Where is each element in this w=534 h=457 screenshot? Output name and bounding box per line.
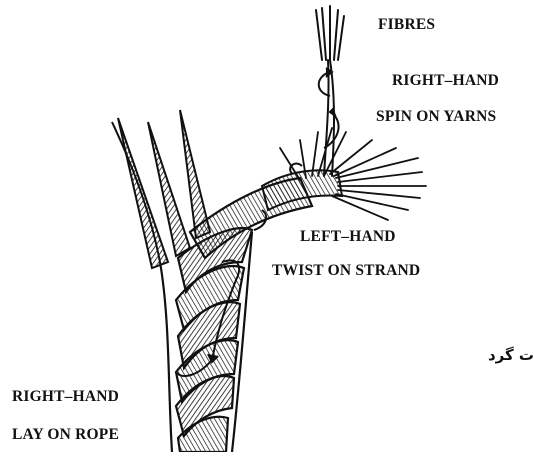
persian-text-fragment: ت گرد	[488, 346, 534, 364]
label-twist-on-strand: TWIST ON STRAND	[272, 262, 420, 280]
label-lay-on-rope: LAY ON ROPE	[12, 426, 119, 444]
label-spin-on-yarns: SPIN ON YARNS	[376, 108, 496, 126]
label-right-hand-lay: RIGHT–HAND	[12, 388, 119, 406]
label-right-hand-spin: RIGHT–HAND	[392, 72, 499, 90]
label-left-hand: LEFT–HAND	[300, 228, 396, 246]
label-fibres: FIBRES	[378, 16, 435, 34]
rope-body	[160, 178, 312, 452]
